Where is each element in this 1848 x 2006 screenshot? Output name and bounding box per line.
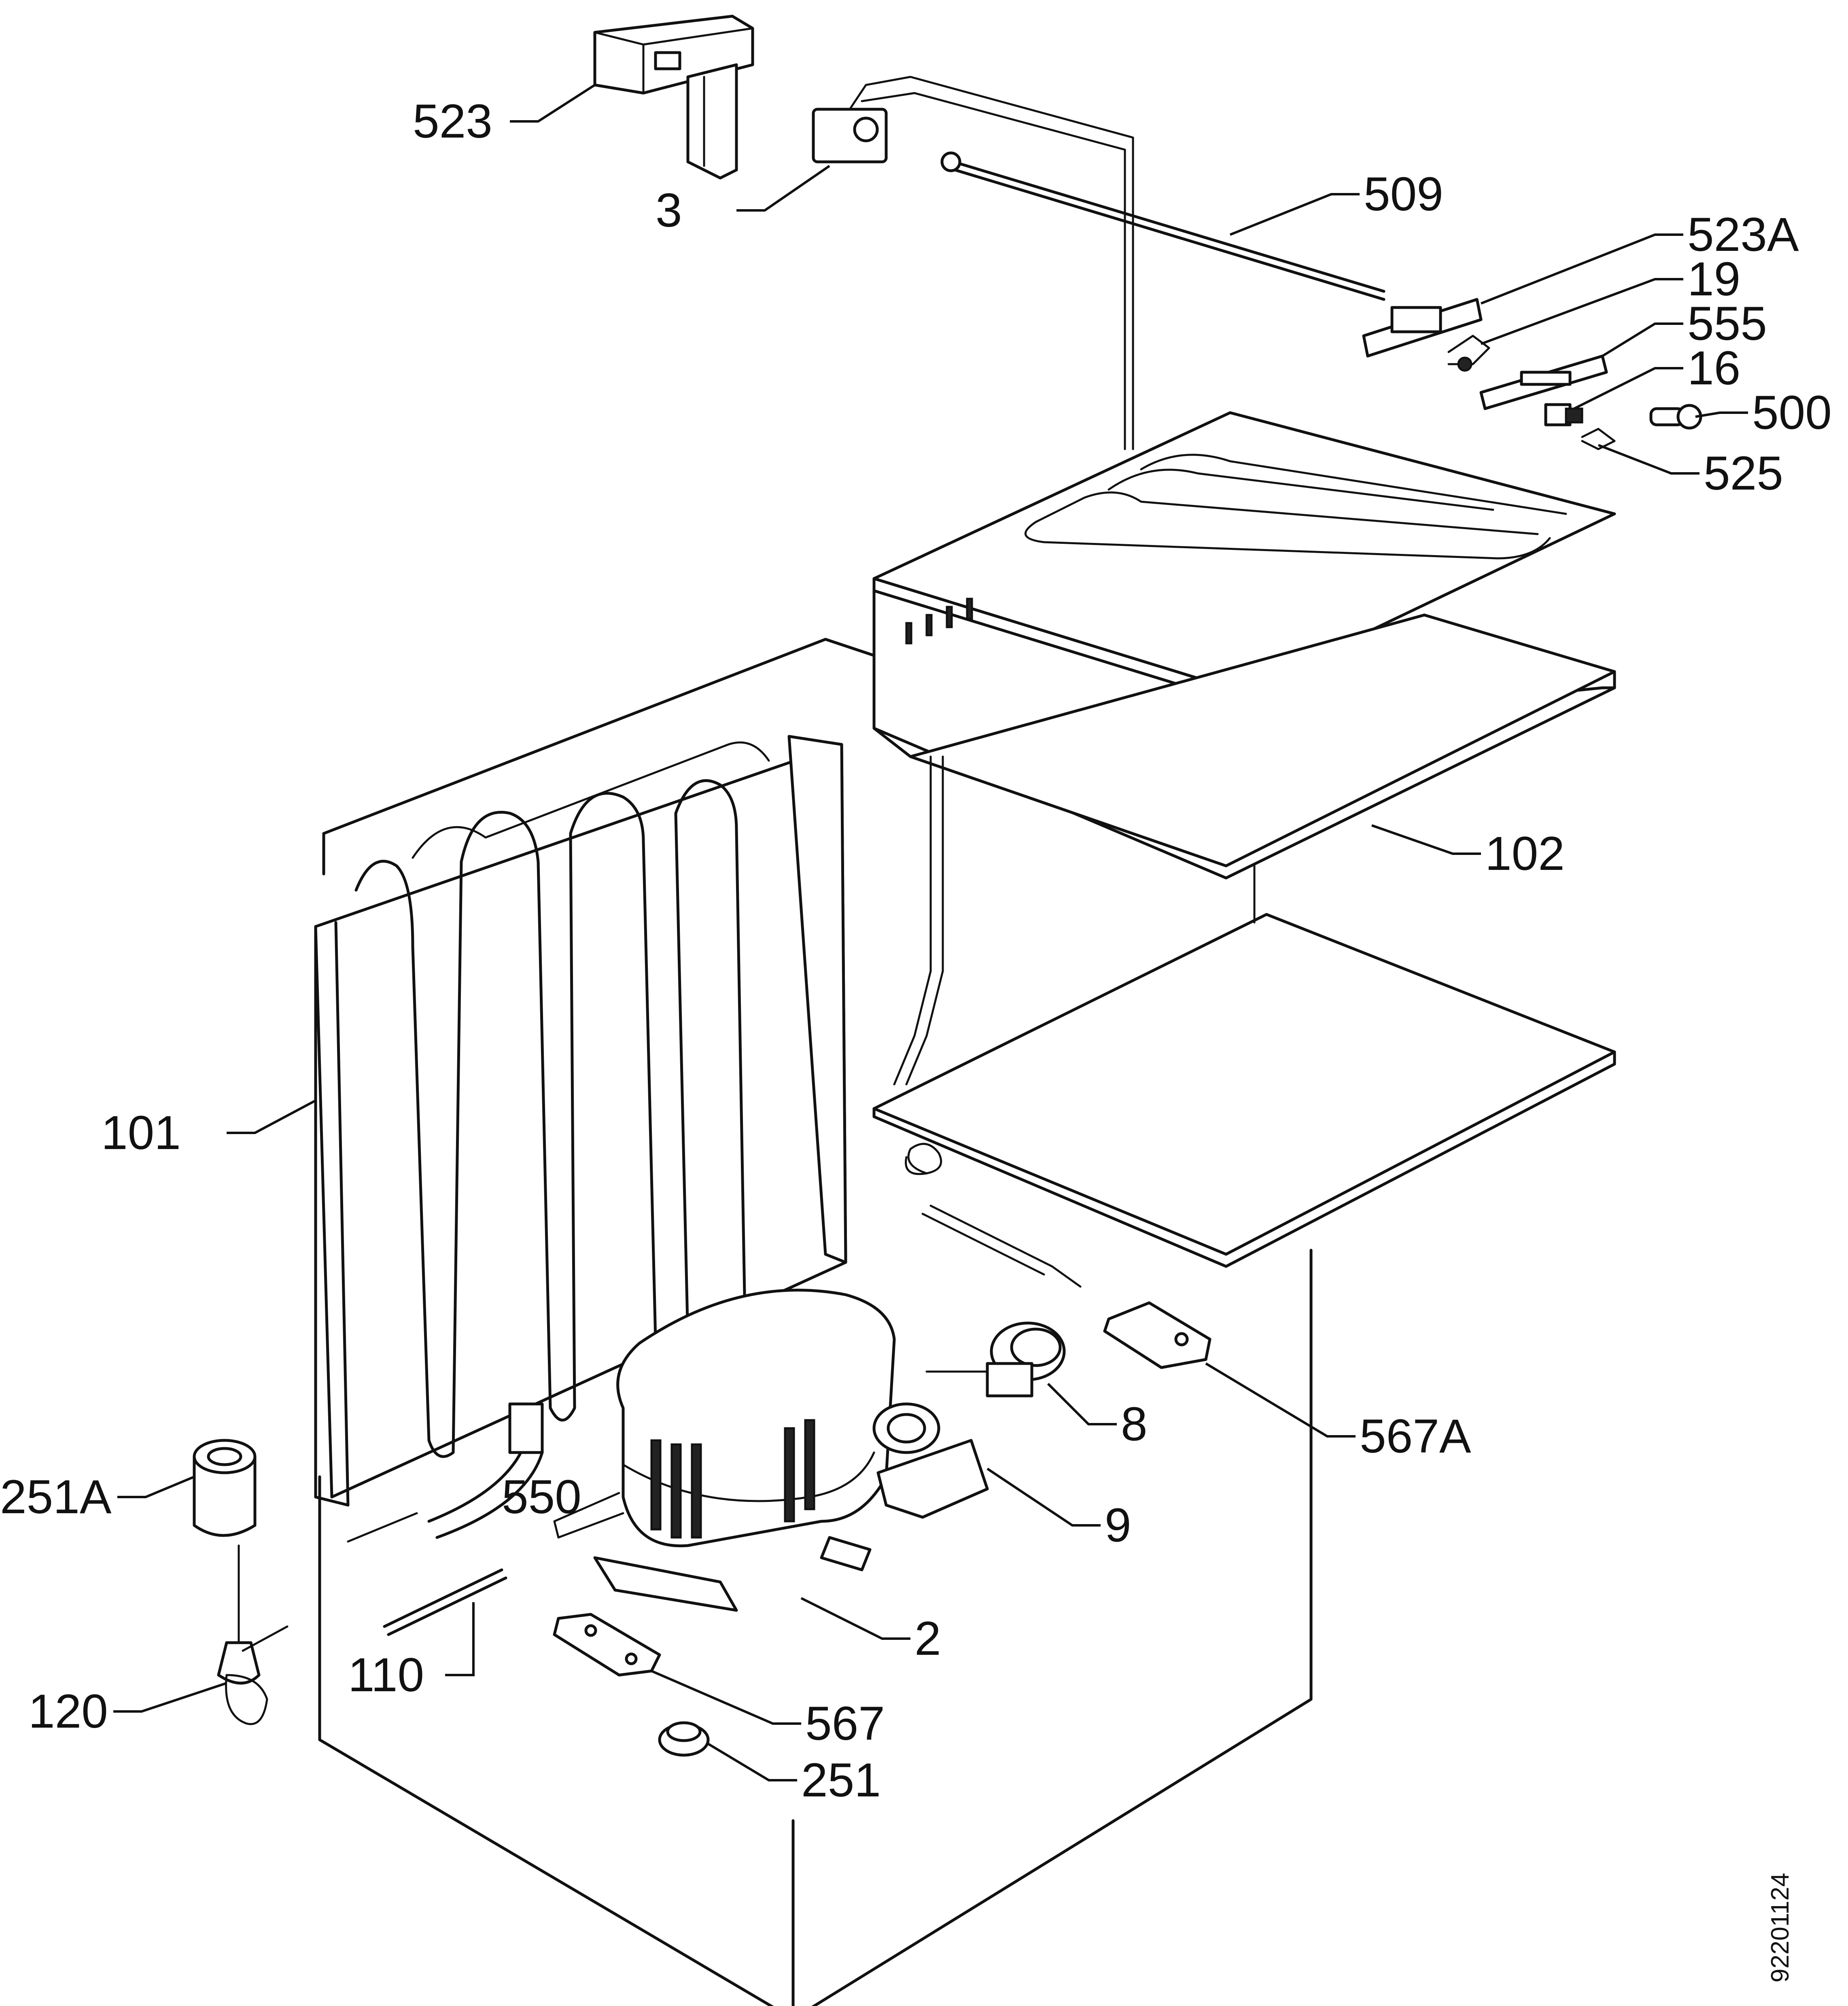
grommet-251 [658,1721,710,1757]
label-8: 8 [1121,1397,1148,1451]
cabinet-outline [318,638,1313,2006]
label-525: 525 [1704,447,1783,500]
clip-525 [1581,428,1616,450]
label-555: 555 [1687,297,1767,350]
label-102: 102 [1485,827,1565,880]
evaporator-box-sides [872,577,1616,880]
label-9: 9 [1105,1499,1131,1552]
label-2: 2 [914,1612,941,1665]
label-567: 567 [805,1697,885,1750]
label-16: 16 [1687,341,1740,395]
filter-120 [217,1544,289,1725]
lamp-holder-19 [1447,335,1490,372]
label-523a: 523A [1687,208,1799,261]
drier-251a [193,1439,257,1537]
lamp-bulb-500 [1649,404,1702,430]
lamp-rod-509 [940,151,1385,301]
relay-8 [925,1321,1066,1397]
bracket-567a [1103,1301,1211,1369]
label-523: 523 [413,95,492,148]
capillary-tube [893,755,1082,1288]
drawing-code: 92201124 [1766,1873,1794,1983]
leader-lines [113,84,1748,1781]
label-251: 251 [801,1754,881,1807]
label-110: 110 [348,1648,424,1702]
thermostat-3 [812,76,1134,450]
label-500: 500 [1752,386,1832,439]
thermostat-housing-523 [593,15,754,180]
label-550: 550 [502,1470,581,1524]
label-120: 120 [28,1685,108,1738]
label-3: 3 [656,184,682,237]
label-251a: 251A [0,1470,112,1524]
mounting-plate-567 [553,1613,661,1677]
switch-16 [1544,403,1583,426]
lamp-housing-523a [1362,298,1483,358]
label-101: 101 [101,1106,181,1160]
callout-labels: 523 3 509 523A 19 555 16 500 525 102 101… [0,95,1832,1807]
light-switch-plate-555 [1479,354,1608,410]
label-19: 19 [1687,252,1740,306]
hose-550 [347,1402,544,1543]
label-509: 509 [1364,168,1443,221]
label-567a: 567A [1360,1410,1471,1463]
tube-110 [383,1568,507,1636]
overload-protector-9 [872,1402,989,1519]
evaporator-shelf-plate [872,865,1616,1268]
compressor-2 [553,1289,896,1612]
